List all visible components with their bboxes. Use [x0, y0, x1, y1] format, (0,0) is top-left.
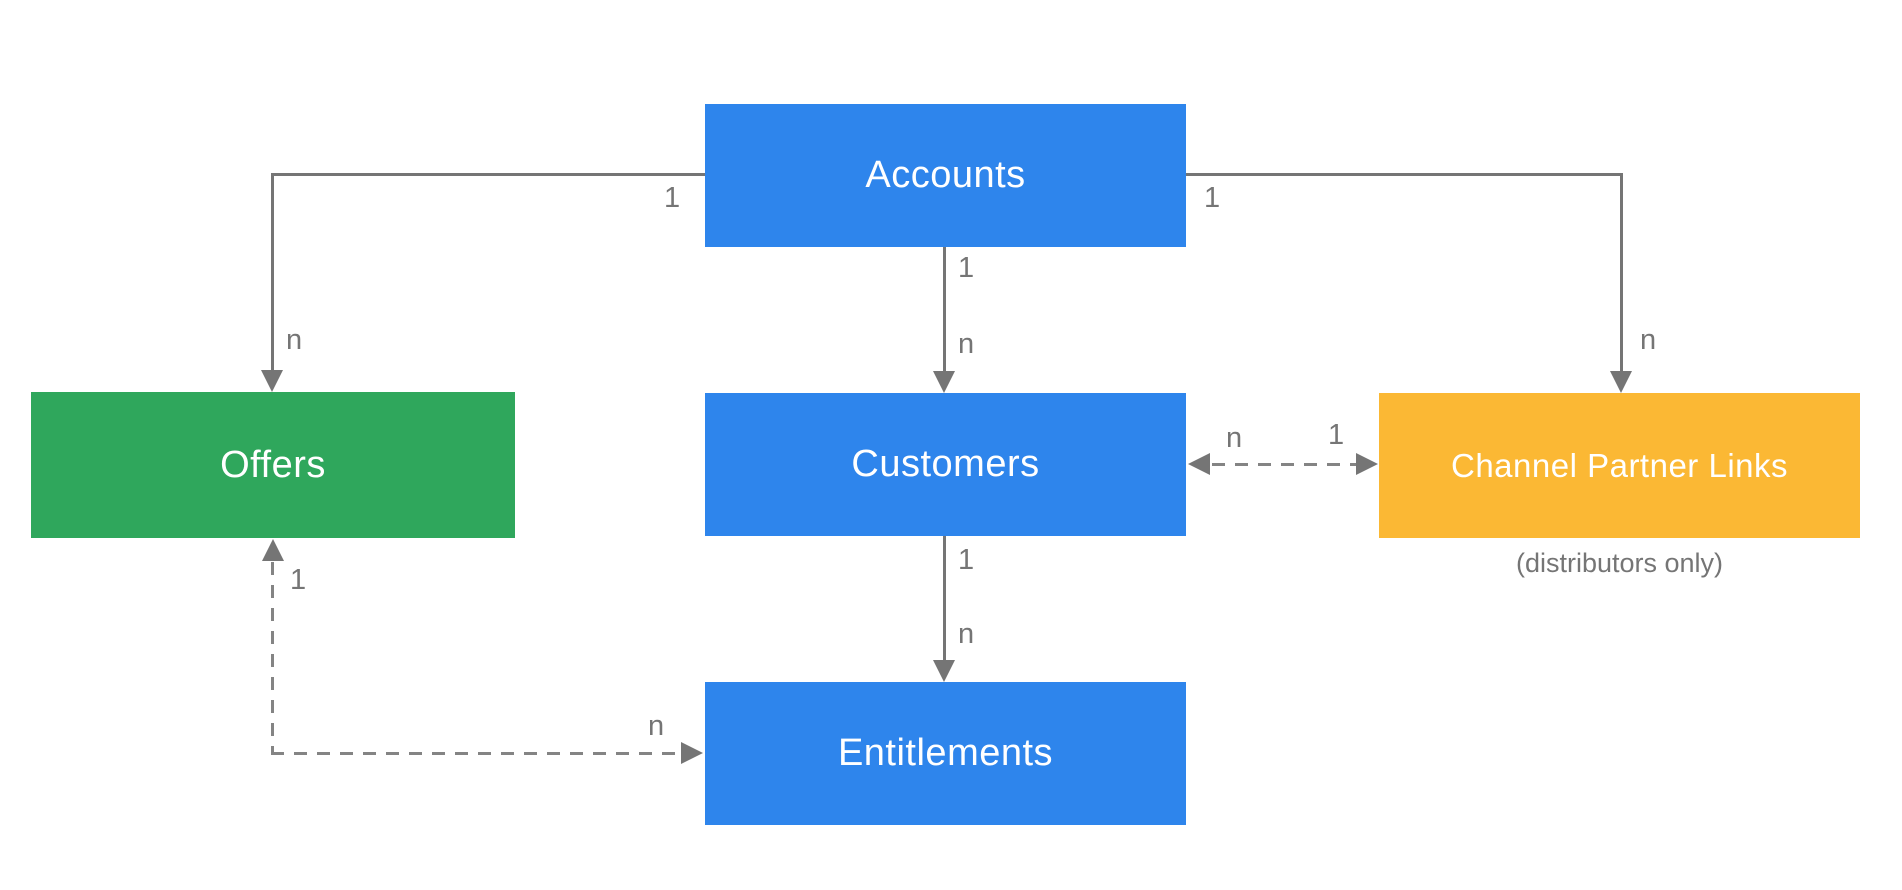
- node-entitlements: Entitlements: [705, 682, 1186, 825]
- edge-customers-entitlements-source-cardinality: 1: [958, 544, 975, 576]
- edge-accounts-offers-arrowhead: [261, 370, 283, 392]
- edge-customers-cpl-dashed-line: [1212, 463, 1357, 466]
- edge-offers-entitlements-offers-side-cardinality: 1: [290, 564, 307, 596]
- edge-accounts-offers-source-cardinality: 1: [664, 182, 681, 214]
- node-accounts-label: Accounts: [865, 154, 1026, 196]
- edge-customers-entitlements-vertical-line: [943, 536, 946, 660]
- node-customers-label: Customers: [851, 443, 1040, 485]
- edge-accounts-cpl-arrowhead: [1610, 371, 1632, 393]
- edge-accounts-cpl-source-cardinality: 1: [1204, 182, 1221, 214]
- edge-customers-entitlements-target-cardinality: n: [958, 618, 975, 650]
- edge-customers-cpl-customers-side-cardinality: n: [1226, 422, 1243, 454]
- edge-accounts-offers-target-cardinality: n: [286, 324, 303, 356]
- node-accounts: Accounts: [705, 104, 1186, 247]
- edge-offers-entitlements-horizontal-dashed-line: [271, 752, 681, 755]
- edge-offers-entitlements-up-arrowhead: [262, 539, 284, 561]
- node-offers-label: Offers: [220, 443, 326, 486]
- node-entitlements-label: Entitlements: [837, 732, 1054, 774]
- edge-accounts-customers-vertical-line: [943, 247, 946, 371]
- channel-partner-links-note: (distributors only): [1515, 548, 1724, 578]
- node-customers: Customers: [705, 393, 1186, 536]
- edge-offers-entitlements-vertical-dashed-line: [271, 562, 274, 753]
- node-channel-partner-links-label: Channel Partner Links: [1450, 446, 1789, 484]
- edge-accounts-customers-target-cardinality: n: [958, 328, 975, 360]
- edge-customers-cpl-right-arrowhead: [1356, 453, 1378, 475]
- edge-accounts-cpl-vertical-line: [1620, 176, 1623, 371]
- edge-offers-entitlements-right-arrowhead: [681, 742, 703, 764]
- edge-accounts-offers-horizontal-line: [271, 173, 705, 176]
- edge-customers-entitlements-arrowhead: [933, 660, 955, 682]
- node-offers: Offers: [31, 392, 515, 538]
- edge-accounts-offers-vertical-line: [271, 176, 274, 370]
- edge-accounts-cpl-target-cardinality: n: [1640, 324, 1657, 356]
- edge-customers-cpl-cpl-side-cardinality: 1: [1328, 419, 1345, 451]
- edge-accounts-cpl-horizontal-line: [1186, 173, 1623, 176]
- node-channel-partner-links: Channel Partner Links: [1379, 393, 1860, 538]
- edge-accounts-customers-arrowhead: [933, 371, 955, 393]
- edge-offers-entitlements-entitlements-side-cardinality: n: [648, 710, 665, 742]
- edge-customers-cpl-left-arrowhead: [1188, 453, 1210, 475]
- edge-accounts-customers-source-cardinality: 1: [958, 252, 975, 284]
